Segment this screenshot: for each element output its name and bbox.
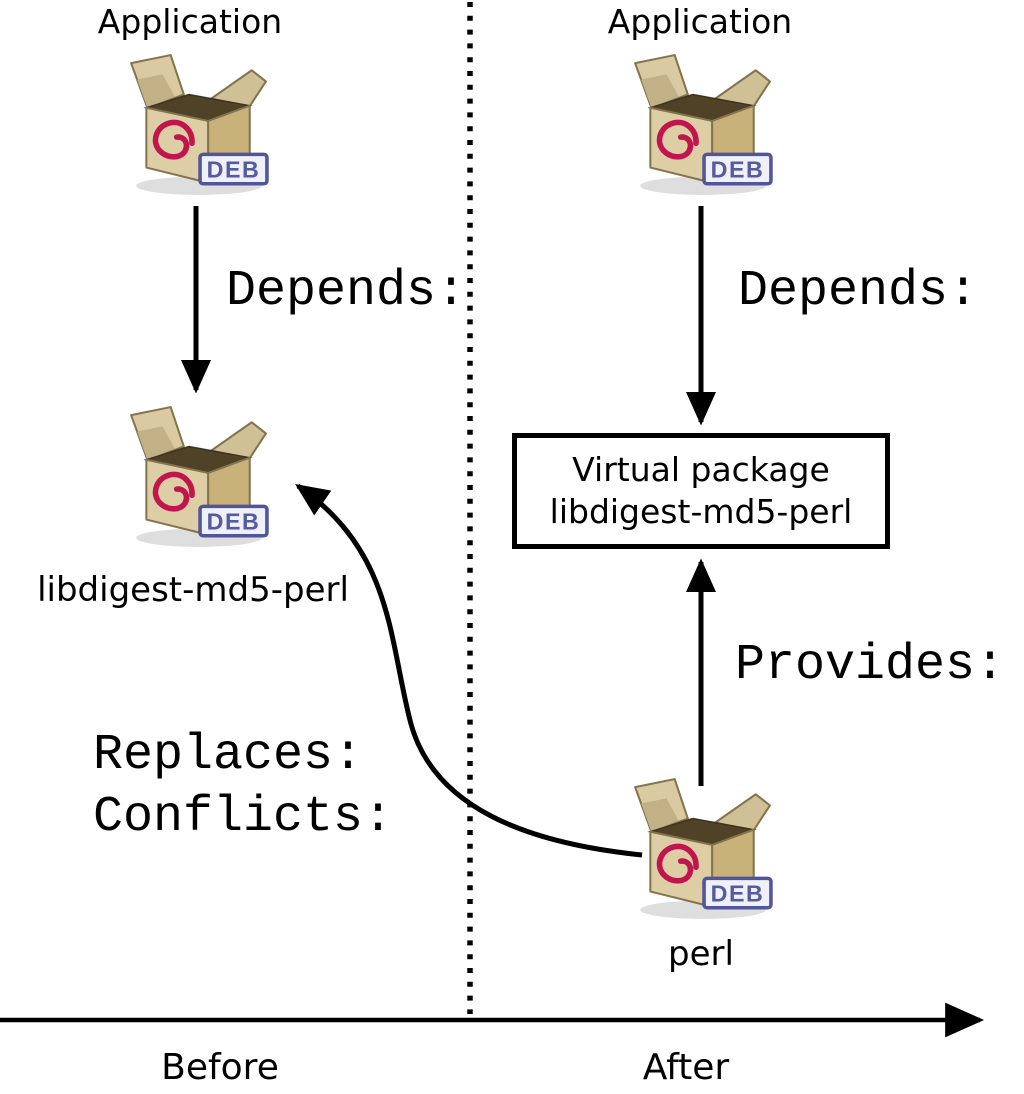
deb-badge — [198, 504, 269, 538]
package-left-flap-shade — [137, 426, 175, 460]
deb-badge — [702, 876, 773, 910]
deb-badge — [198, 152, 269, 186]
libdigest-package-label: libdigest-md5-perl — [37, 570, 349, 610]
application-package-icon-before: DEB — [118, 50, 274, 202]
depends-label-before: Depends: — [226, 263, 467, 320]
deb-badge-text: DEB — [207, 509, 261, 535]
debian-swirl-icon — [656, 119, 699, 160]
deb-package-icon: DEB — [634, 778, 773, 919]
deb-package-icon: DEB — [130, 54, 269, 195]
application-label-before: Application — [97, 2, 283, 41]
application-package-icon-after: DEB — [622, 50, 778, 202]
debian-swirl-icon — [656, 843, 699, 884]
deb-badge-text: DEB — [711, 157, 765, 183]
depends-label-after: Depends: — [738, 263, 979, 320]
virtual-package-line2: libdigest-md5-perl — [549, 492, 853, 531]
perl-package-icon: DEB — [622, 774, 778, 926]
deb-package-icon: DEB — [130, 406, 269, 547]
conflicts-label: Conflicts: — [93, 789, 394, 846]
virtual-package-line1: Virtual package — [572, 450, 830, 489]
virtual-package-box: Virtual package libdigest-md5-perl — [512, 433, 890, 549]
perl-package-label: perl — [668, 934, 734, 974]
provides-label: Provides: — [735, 637, 1006, 694]
application-label-after: Application — [607, 2, 793, 41]
replaces-label: Replaces: — [93, 727, 364, 784]
deb-package-icon: DEB — [634, 54, 773, 195]
libdigest-package-icon: DEB — [118, 402, 274, 554]
debian-swirl-icon — [152, 119, 195, 160]
package-left-flap-shade — [137, 74, 175, 108]
deb-badge — [702, 152, 773, 186]
deb-badge-text: DEB — [207, 157, 261, 183]
package-left-flap-shade — [641, 798, 679, 832]
axis-label-before: Before — [161, 1047, 279, 1088]
package-left-flap-shade — [641, 74, 679, 108]
axis-label-after: After — [642, 1047, 730, 1088]
deb-badge-text: DEB — [711, 881, 765, 907]
debian-swirl-icon — [152, 471, 195, 512]
